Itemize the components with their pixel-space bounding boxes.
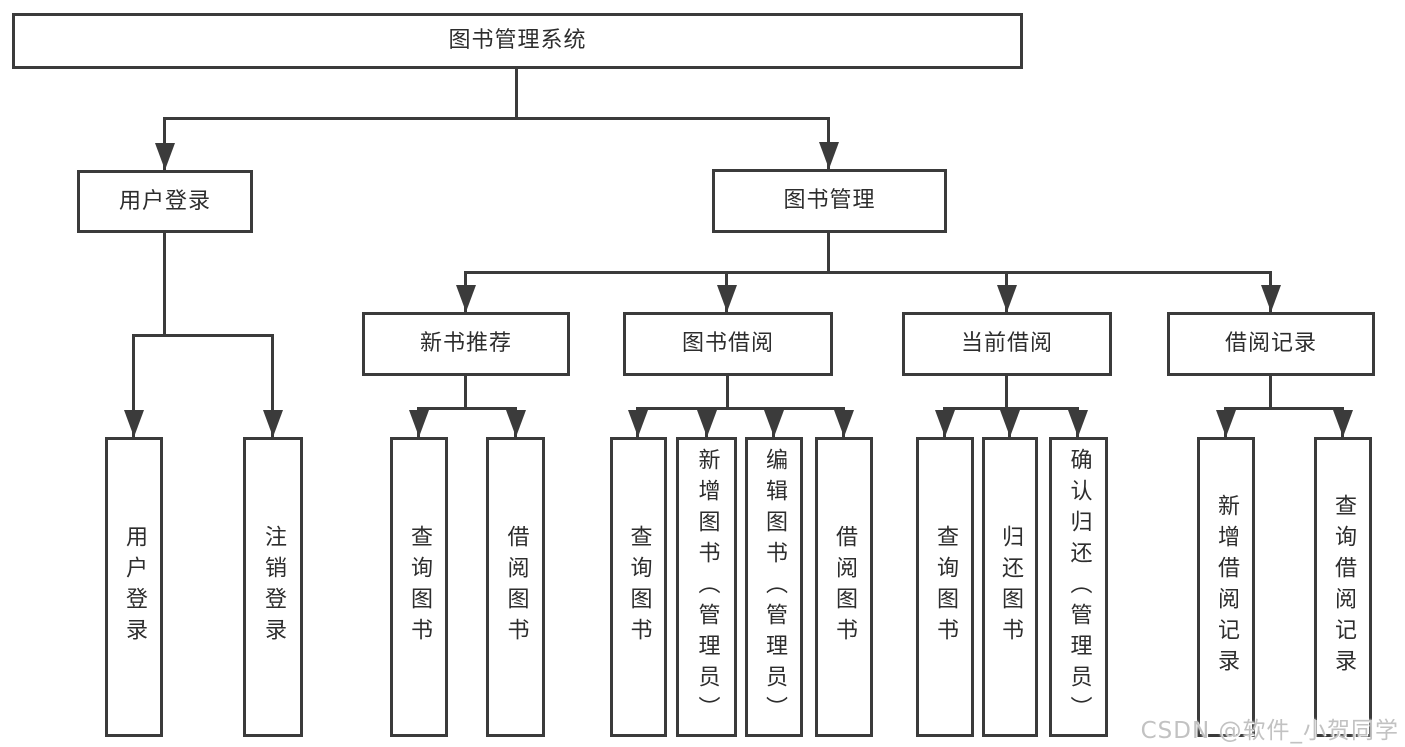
arrow-down-icon	[155, 143, 175, 170]
leaf-query-books-current-label: 查询图书	[933, 525, 958, 649]
connector-line-vertical	[464, 376, 467, 410]
leaf-edit-book-admin: 编辑图书（管理员）	[745, 437, 803, 737]
node-new-book-recommend-label: 新书推荐	[419, 331, 512, 356]
connector-line-horizontal	[466, 271, 1272, 274]
node-current-borrow-label: 当前借阅	[960, 331, 1053, 356]
connector-line-vertical	[1269, 376, 1272, 410]
node-new-book-recommend: 新书推荐	[362, 312, 570, 376]
connector-line-vertical	[271, 334, 274, 437]
leaf-query-books-borrow: 查询图书	[610, 437, 667, 737]
node-borrow-records: 借阅记录	[1167, 312, 1375, 376]
leaf-logout: 注销登录	[243, 437, 303, 737]
leaf-query-books-borrow-label: 查询图书	[626, 525, 652, 649]
leaf-query-books-recommend-label: 查询图书	[407, 525, 432, 649]
leaf-query-borrow-record-label: 查询借阅记录	[1331, 494, 1356, 680]
leaf-borrow-books-label: 借阅图书	[832, 525, 857, 649]
leaf-query-books-recommend: 查询图书	[390, 437, 448, 737]
connector-line-horizontal	[164, 117, 830, 120]
connector-line-vertical	[726, 376, 729, 410]
node-book-management-label: 图书管理	[783, 188, 876, 213]
connector-line-horizontal	[1226, 407, 1344, 410]
leaf-user-login-label: 用户登录	[122, 525, 147, 649]
node-current-borrow: 当前借阅	[902, 312, 1112, 376]
leaf-return-book: 归还图书	[982, 437, 1038, 737]
csdn-watermark: CSDN @软件_小贺同学	[1140, 718, 1399, 744]
node-book-management: 图书管理	[712, 169, 947, 233]
arrow-down-icon	[506, 410, 526, 437]
connector-line-vertical	[1005, 376, 1008, 410]
arrow-down-icon	[1000, 410, 1020, 437]
leaf-add-book-admin-label: 新增图书（管理员）	[694, 447, 720, 727]
leaf-query-borrow-record: 查询借阅记录	[1314, 437, 1372, 737]
leaf-borrow-books-recommend-label: 借阅图书	[503, 525, 529, 649]
arrow-down-icon	[997, 285, 1017, 312]
node-book-borrow-label: 图书借阅	[681, 331, 774, 356]
arrow-down-icon	[124, 410, 144, 437]
leaf-confirm-return-admin-label: 确认归还（管理员）	[1066, 447, 1092, 727]
arrow-down-icon	[1216, 410, 1236, 437]
arrow-down-icon	[1333, 410, 1353, 437]
leaf-borrow-books-recommend: 借阅图书	[486, 437, 545, 737]
arrow-down-icon	[1068, 410, 1088, 437]
connector-line-horizontal	[132, 334, 274, 337]
arrow-down-icon	[263, 410, 283, 437]
node-book-borrow: 图书借阅	[623, 312, 833, 376]
arrow-down-icon	[717, 285, 737, 312]
leaf-edit-book-admin-label: 编辑图书（管理员）	[762, 447, 787, 727]
connector-line-vertical	[827, 233, 830, 274]
leaf-add-borrow-record: 新增借阅记录	[1197, 437, 1255, 737]
arrow-down-icon	[456, 285, 476, 312]
leaf-add-book-admin: 新增图书（管理员）	[676, 437, 737, 737]
node-user-login-label: 用户登录	[118, 188, 211, 214]
arrow-down-icon	[409, 410, 429, 437]
connector-line-horizontal	[419, 407, 517, 410]
connector-line-vertical	[163, 233, 166, 337]
arrow-down-icon	[764, 410, 784, 437]
leaf-query-books-current: 查询图书	[916, 437, 974, 737]
connector-line-vertical	[132, 334, 135, 437]
connector-line-horizontal	[944, 407, 1079, 410]
arrow-down-icon	[1261, 285, 1281, 312]
node-user-login: 用户登录	[77, 170, 253, 233]
node-borrow-records-label: 借阅记录	[1224, 331, 1317, 356]
leaf-user-login: 用户登录	[105, 437, 163, 737]
arrow-down-icon	[628, 410, 648, 437]
leaf-logout-label: 注销登录	[261, 525, 286, 649]
arrow-down-icon	[819, 142, 839, 169]
connector-line-horizontal	[638, 407, 844, 410]
leaf-return-book-label: 归还图书	[998, 525, 1023, 649]
root-node: 图书管理系统	[12, 13, 1023, 69]
leaf-borrow-books: 借阅图书	[815, 437, 873, 737]
leaf-add-borrow-record-label: 新增借阅记录	[1214, 494, 1239, 680]
root-node-label: 图书管理系统	[448, 28, 587, 53]
leaf-confirm-return-admin: 确认归还（管理员）	[1049, 437, 1108, 737]
connector-line-vertical	[515, 68, 518, 120]
arrow-down-icon	[697, 410, 717, 437]
arrow-down-icon	[935, 410, 955, 437]
arrow-down-icon	[834, 410, 854, 437]
